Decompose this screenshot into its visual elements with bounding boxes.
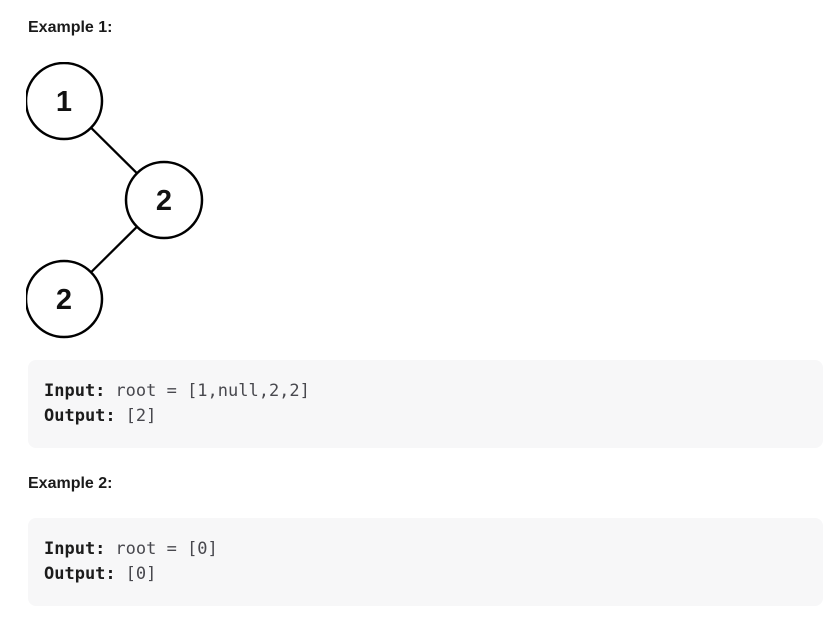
- tree-node-label: 2: [56, 284, 72, 316]
- tree-node-circle: [124, 160, 204, 240]
- example-1-section: Example 1: 1 2 2 Input: root = [1,null,2,2]…: [26, 18, 823, 448]
- example-1-code-block: Input: root = [1,null,2,2] Output: [2]: [28, 360, 823, 448]
- example-1-heading: Example 1:: [28, 19, 113, 36]
- input-line: Input: root = [1,null,2,2]: [44, 379, 807, 404]
- tree-node-circle: [26, 62, 104, 141]
- output-value: [2]: [125, 406, 157, 426]
- tree-node-circle: [26, 259, 104, 339]
- binary-tree-diagram: 1 2 2: [26, 62, 204, 339]
- example-2-section: Example 2: Input: root = [0] Output: [0]: [28, 474, 823, 606]
- output-label: Output:: [44, 406, 116, 426]
- tree-node-label: 1: [56, 86, 72, 118]
- output-label: Output:: [44, 564, 116, 584]
- input-label: Input:: [44, 381, 106, 401]
- example-2-heading: Example 2:: [28, 475, 113, 492]
- tree-node-label: 2: [156, 185, 172, 217]
- output-line: Output: [0]: [44, 562, 807, 587]
- input-label: Input:: [44, 539, 106, 559]
- input-value: root = [0]: [115, 539, 218, 559]
- example-2-code-block: Input: root = [0] Output: [0]: [28, 518, 823, 606]
- input-line: Input: root = [0]: [44, 537, 807, 562]
- output-value: [0]: [125, 564, 157, 584]
- input-value: root = [1,null,2,2]: [115, 381, 310, 401]
- output-line: Output: [2]: [44, 404, 807, 429]
